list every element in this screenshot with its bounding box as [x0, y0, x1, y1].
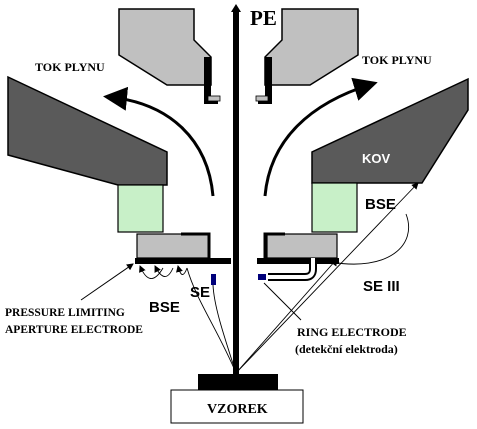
label-se: SE [190, 284, 210, 301]
electron-trajectories [186, 182, 419, 374]
bse-arcs-left [139, 265, 188, 279]
label-bse-left: BSE [149, 299, 180, 316]
label-bse-right: BSE [365, 196, 396, 213]
primary-beam [233, 11, 239, 377]
ring-electrode [258, 274, 266, 280]
pressure-label-pointer [80, 263, 134, 301]
label-metal: KOV [362, 151, 391, 166]
ring-electrode-holder [257, 232, 339, 281]
label-gas-flow-right: TOK PLYNU [362, 53, 432, 67]
label-pe: PE [250, 6, 277, 30]
label-ring-line2: (detekční elektroda) [295, 342, 398, 356]
upper-pole-piece-right [255, 8, 359, 104]
label-ring-line1: RING ELECTRODE [297, 325, 407, 339]
label-pressure-line2: APERTURE ELECTRODE [5, 324, 143, 336]
sample [198, 374, 278, 390]
sample-holder [170, 389, 304, 424]
insulator-right [311, 182, 358, 233]
label-sample: VZOREK [207, 402, 268, 417]
insulator-left [117, 184, 164, 233]
gas-flow-arrow-right [263, 77, 378, 197]
label-se-three: SE III [363, 278, 400, 295]
label-gas-flow-left: TOK PLYNU [35, 60, 105, 74]
gas-flow-arrow-left [103, 86, 215, 197]
se-detector-marker [211, 274, 216, 285]
label-pressure-line1: PRESSURE LIMITING [5, 307, 125, 319]
se3-trajectory [330, 213, 410, 267]
upper-pole-piece-left [118, 8, 221, 104]
lower-pole-piece-right-metal [311, 77, 469, 184]
pressure-limiting-aperture-electrode [135, 232, 231, 264]
ring-label-pointer [263, 282, 302, 321]
lower-pole-piece-left [7, 75, 168, 186]
